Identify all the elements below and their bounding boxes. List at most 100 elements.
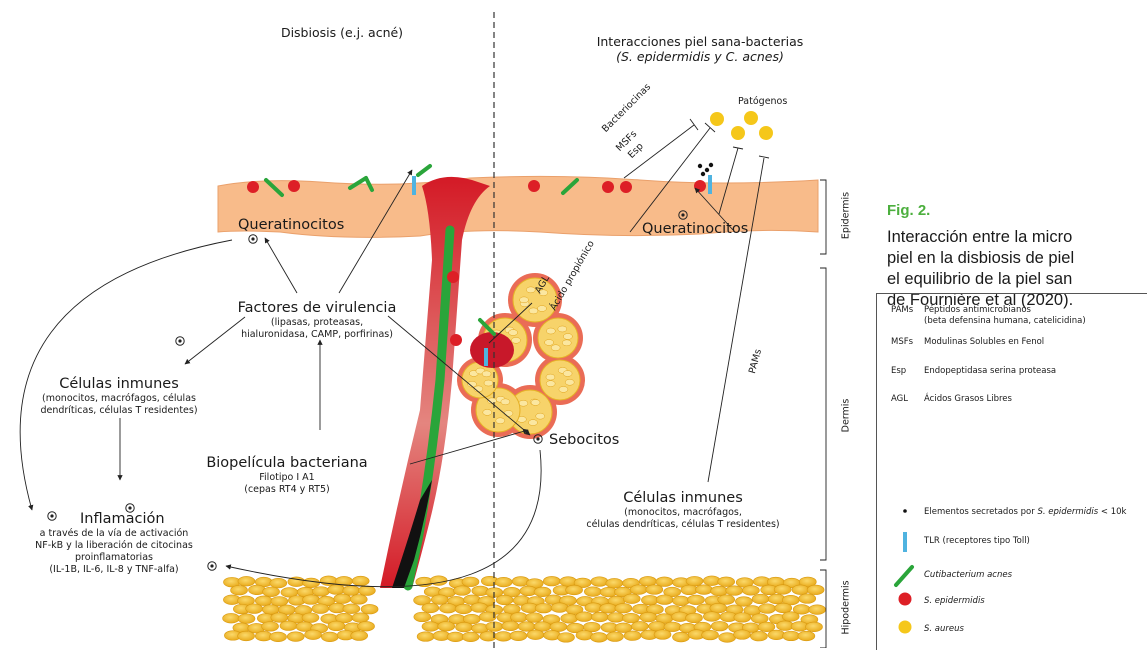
fat-cell bbox=[735, 597, 752, 607]
s-epidermidis bbox=[447, 271, 459, 283]
fat-cell bbox=[527, 630, 544, 640]
fat-cell bbox=[238, 576, 255, 586]
fat-cell bbox=[502, 621, 519, 631]
legend-key: Esp bbox=[891, 366, 921, 376]
caption-line3: el equilibrio de la piel san bbox=[887, 269, 1072, 290]
bullseye-icon bbox=[48, 512, 56, 520]
fat-cell bbox=[806, 622, 823, 632]
fat-cell bbox=[631, 621, 648, 631]
sebocyte bbox=[565, 379, 574, 385]
fat-cell bbox=[417, 632, 434, 642]
s-epidermidis bbox=[450, 334, 462, 346]
legend-desc: Ácidos Grasos Libres bbox=[924, 394, 1012, 404]
fat-cell bbox=[438, 621, 455, 631]
fat-cell bbox=[351, 631, 368, 641]
sebocyte bbox=[483, 409, 492, 415]
fat-cell bbox=[775, 603, 792, 613]
factores-sub1: (lipasas, proteasas, bbox=[271, 317, 363, 329]
fat-cell bbox=[414, 612, 431, 622]
fat-cell bbox=[455, 604, 472, 614]
fat-cell bbox=[809, 605, 826, 615]
celulas-right-title: Células inmunes bbox=[623, 490, 743, 507]
sebocitos: Sebocitos bbox=[549, 432, 619, 449]
fat-cell bbox=[726, 586, 743, 596]
fat-cell bbox=[590, 633, 607, 643]
fat-cell bbox=[328, 585, 345, 595]
legend-key: AGL bbox=[891, 394, 921, 404]
fat-cell bbox=[321, 632, 338, 642]
factores-title: Factores de virulencia bbox=[238, 300, 397, 317]
sebocyte bbox=[536, 413, 545, 419]
fat-cell bbox=[624, 631, 641, 641]
fat-cell bbox=[607, 613, 624, 623]
fat-cell bbox=[439, 603, 456, 613]
fat-cell bbox=[654, 630, 671, 640]
layer-hipodermis: Hipodermis bbox=[841, 578, 852, 638]
fat-cell bbox=[550, 622, 567, 632]
queratinocitos-left: Queratinocitos bbox=[238, 217, 344, 234]
sebocyte bbox=[519, 400, 528, 406]
fat-cell bbox=[630, 585, 647, 595]
fat-cell bbox=[718, 577, 735, 587]
queratinocitos-right: Queratinocitos bbox=[642, 221, 748, 238]
fat-cell bbox=[462, 632, 479, 642]
fat-cell bbox=[566, 585, 583, 595]
legend-key: PAMs bbox=[891, 305, 921, 315]
fat-cell bbox=[350, 595, 367, 605]
fat-cell bbox=[231, 585, 248, 595]
fat-cell bbox=[510, 612, 527, 622]
c-acnes bbox=[418, 166, 430, 175]
fat-cell bbox=[270, 632, 287, 642]
fat-cell bbox=[422, 622, 439, 632]
celulas-left-sub1: (monocitos, macrófagos, células bbox=[42, 393, 196, 405]
inflamacion-sub3: proinflamatorias bbox=[75, 552, 153, 564]
fat-cell bbox=[223, 613, 240, 623]
figure-number: Fig. 2. bbox=[887, 202, 930, 219]
sebocyte bbox=[511, 337, 520, 343]
fat-cell bbox=[734, 630, 751, 640]
fat-cell bbox=[358, 586, 375, 596]
celulas-left-sub2: dendríticas, células T residentes) bbox=[40, 405, 197, 417]
fat-cell bbox=[238, 631, 255, 641]
bullseye-icon bbox=[249, 235, 257, 243]
sebocyte bbox=[537, 305, 546, 311]
sebocyte bbox=[546, 381, 555, 387]
fat-cell bbox=[495, 577, 512, 587]
fat-cell bbox=[792, 585, 809, 595]
fat-cell bbox=[606, 632, 623, 642]
s-aureus bbox=[744, 111, 758, 125]
fat-cell bbox=[270, 578, 287, 588]
legend-desc: S. aureus bbox=[924, 624, 964, 634]
fat-cell bbox=[623, 594, 640, 604]
fat-cell bbox=[361, 604, 378, 614]
bullseye-icon bbox=[176, 337, 184, 345]
sebocyte bbox=[546, 374, 555, 380]
fat-cell bbox=[287, 632, 304, 642]
legend-key: MSFs bbox=[891, 337, 921, 347]
fat-cell bbox=[495, 632, 512, 642]
fat-cell bbox=[454, 586, 471, 596]
fat-cell bbox=[702, 630, 719, 640]
s-aureus bbox=[710, 112, 724, 126]
fat-cell bbox=[591, 612, 608, 622]
inflamacion-sub4: (IL-1B, IL-6, IL-8 y TNF-alfa) bbox=[49, 564, 178, 576]
sebocyte bbox=[501, 399, 510, 405]
legend-desc: Endopeptidasa serina proteasa bbox=[924, 366, 1056, 376]
fat-cell bbox=[561, 614, 578, 624]
bullseye-icon bbox=[208, 562, 216, 570]
sebocyte bbox=[509, 330, 518, 336]
fat-cell bbox=[455, 622, 472, 632]
fat-cell bbox=[303, 578, 320, 588]
s-epidermidis bbox=[694, 180, 706, 192]
fat-cell bbox=[758, 622, 775, 632]
heading-healthy: Interacciones piel sana-bacterias bbox=[597, 35, 804, 49]
fat-cell bbox=[742, 586, 759, 596]
fat-cell bbox=[518, 622, 535, 632]
fat-cell bbox=[430, 576, 447, 586]
inflamacion-sub2: NF-kB y la liberación de citocinas bbox=[35, 540, 193, 552]
fat-cell bbox=[526, 613, 543, 623]
fat-cell bbox=[471, 603, 488, 613]
fat-cell bbox=[496, 595, 513, 605]
gland-duct bbox=[470, 332, 514, 368]
fat-cell bbox=[543, 576, 560, 586]
